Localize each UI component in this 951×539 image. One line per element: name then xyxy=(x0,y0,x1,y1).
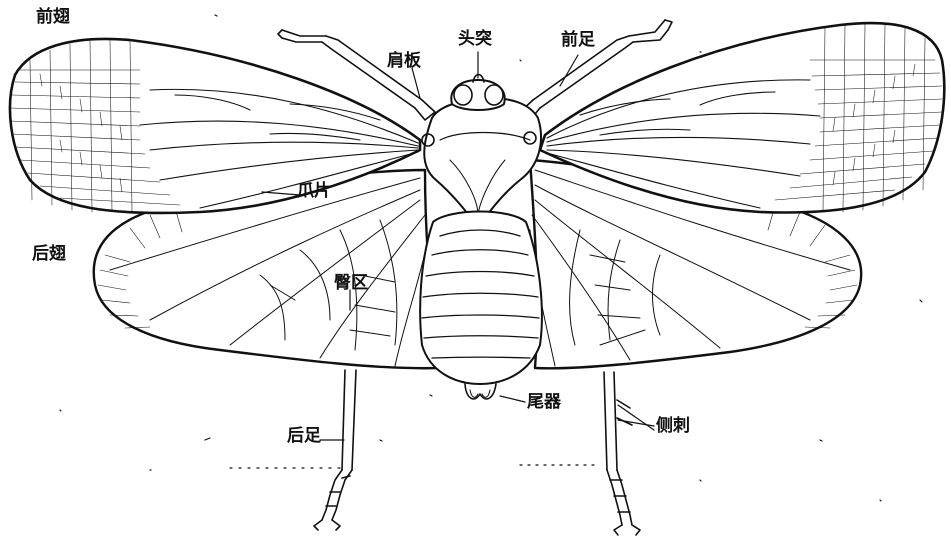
genitalia-label: 尾器 xyxy=(527,394,561,411)
hindwing-label: 后翅 xyxy=(32,246,66,263)
tegula-label: 肩板 xyxy=(387,53,421,70)
left-hindleg xyxy=(314,370,356,530)
head-process-label: 头突 xyxy=(458,31,492,48)
hindleg-label: 后足 xyxy=(287,428,321,445)
clavus-label: 爪片 xyxy=(297,183,331,200)
right-hindleg xyxy=(604,372,640,535)
anal-area-label: 臀区 xyxy=(334,275,368,292)
genitalia xyxy=(465,384,496,399)
head xyxy=(451,80,504,110)
lateral-spine-label: 侧刺 xyxy=(656,418,690,435)
foreleg-label: 前足 xyxy=(561,32,595,49)
forewing-label: 前翅 xyxy=(36,9,70,26)
thorax xyxy=(424,98,541,228)
